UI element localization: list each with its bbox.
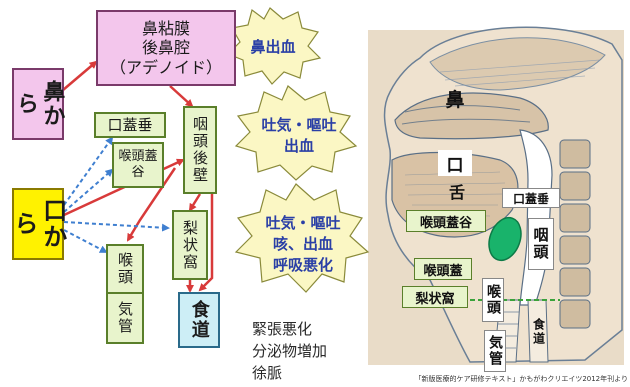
vomit-cough-text: 吐気・嘔吐 咳、出血 呼吸悪化 <box>265 213 341 274</box>
anat-esophagus-text: 食道 <box>531 318 546 346</box>
pharynx-wall-label: 咽頭後壁 <box>191 116 209 184</box>
vallecula-label: 喉頭蓋谷 <box>118 149 158 180</box>
anat-piriform-label: 梨状窩 <box>402 286 468 308</box>
anat-nose-label: 鼻 <box>440 86 470 111</box>
source-caption: 「新版医療的ケア研修テキスト」かもがわクリエイツ2012年刊より <box>398 374 628 384</box>
burst-vomit-bleed <box>234 85 358 181</box>
anat-mouth-label: 口 <box>438 150 472 176</box>
trachea-box: 気管 <box>106 292 144 344</box>
burst-nosebleed <box>226 7 322 85</box>
anat-trachea-text: 気管 <box>487 335 503 367</box>
larynx-label: 喉頭 <box>116 252 134 286</box>
anat-trachea-label: 気管 <box>484 330 506 372</box>
anat-epiglottis-text: 喉頭蓋 <box>423 263 463 279</box>
vomit-bleed-label: 吐気・嘔吐 出血 <box>244 110 354 160</box>
nosebleed-label: 鼻出血 <box>238 30 308 62</box>
epiglottis-shape <box>488 216 522 262</box>
burst-shapes <box>226 7 370 293</box>
nasal-mucosa-label: 鼻粘膜 後鼻腔 （アデノイド） <box>109 19 222 77</box>
symptoms-content: 緊張悪化 分泌物増加 徐脈 <box>252 320 328 382</box>
anat-epiglottis-label: 喉頭蓋 <box>414 258 472 280</box>
symptoms-text: 緊張悪化 分泌物増加 徐脈 <box>252 296 360 384</box>
vomit-bleed-text: 吐気・嘔吐 出血 <box>261 116 337 155</box>
nose-source-label: 鼻から <box>13 80 65 128</box>
anat-piriform-text: 梨状窩 <box>415 291 455 307</box>
anat-pharynx-text: 咽頭 <box>531 227 550 261</box>
source-caption-text: 「新版医療的ケア研修テキスト」かもがわクリエイツ2012年刊より <box>414 375 628 383</box>
vallecula-box: 喉頭蓋谷 <box>112 142 164 188</box>
arrow-pharynx-to-esophagus <box>198 194 214 292</box>
burst-vomit-cough <box>234 183 370 293</box>
anat-vallecula-label: 喉頭蓋谷 <box>406 210 486 232</box>
arrow-pharynx-to-piriform <box>188 193 202 212</box>
arrow-mouth-to-piriform <box>63 221 170 232</box>
pharynx-wall-box: 咽頭後壁 <box>183 106 217 194</box>
anat-uvula-label: 口蓋垂 <box>502 188 560 208</box>
esophagus-box: 食道 <box>178 292 220 348</box>
nasal-cavity <box>394 92 549 140</box>
arrow-nose-to-mucosa <box>62 60 98 91</box>
piriform-box: 梨状窩 <box>172 210 208 280</box>
larynx-box: 喉頭 <box>106 244 144 292</box>
vomit-cough-label: 吐気・嘔吐 咳、出血 呼吸悪化 <box>246 210 360 276</box>
anat-uvula-text: 口蓋垂 <box>512 191 549 206</box>
esophagus-label: 食道 <box>188 300 210 340</box>
piriform-label: 梨状窩 <box>181 219 199 271</box>
trachea-label: 気管 <box>116 301 134 335</box>
brain-region <box>429 37 606 91</box>
esophagus-tube <box>527 299 549 363</box>
mouth-source-box: 口から <box>10 188 67 260</box>
anat-tongue-text: 舌 <box>448 183 465 202</box>
anat-larynx-text: 喉頭 <box>485 284 501 316</box>
uvula-label: 口蓋垂 <box>107 116 153 134</box>
anat-vallecula-text: 喉頭蓋谷 <box>419 215 472 231</box>
anat-nose-text: 鼻 <box>445 88 465 111</box>
nasal-mucosa-box: 鼻粘膜 後鼻腔 （アデノイド） <box>96 10 236 86</box>
uvula-box: 口蓋垂 <box>94 112 166 138</box>
arrow-mucosa-to-pharynx <box>169 85 194 108</box>
arrow-mouth-to-vallecula <box>63 168 114 213</box>
nosebleed-text: 鼻出血 <box>250 37 296 56</box>
anat-esophagus-label: 食道 <box>530 312 548 352</box>
cervical-spine <box>559 139 591 329</box>
anat-tongue-label: 舌 <box>444 178 470 204</box>
anat-pharynx-label: 咽頭 <box>528 218 554 270</box>
nose-source-box: 鼻から <box>12 68 64 140</box>
mouth-source-label: 口から <box>10 198 67 250</box>
arrow-mouth-to-larynx <box>63 229 108 253</box>
anat-larynx-label: 喉頭 <box>482 278 504 322</box>
anat-mouth-text: 口 <box>446 155 464 176</box>
